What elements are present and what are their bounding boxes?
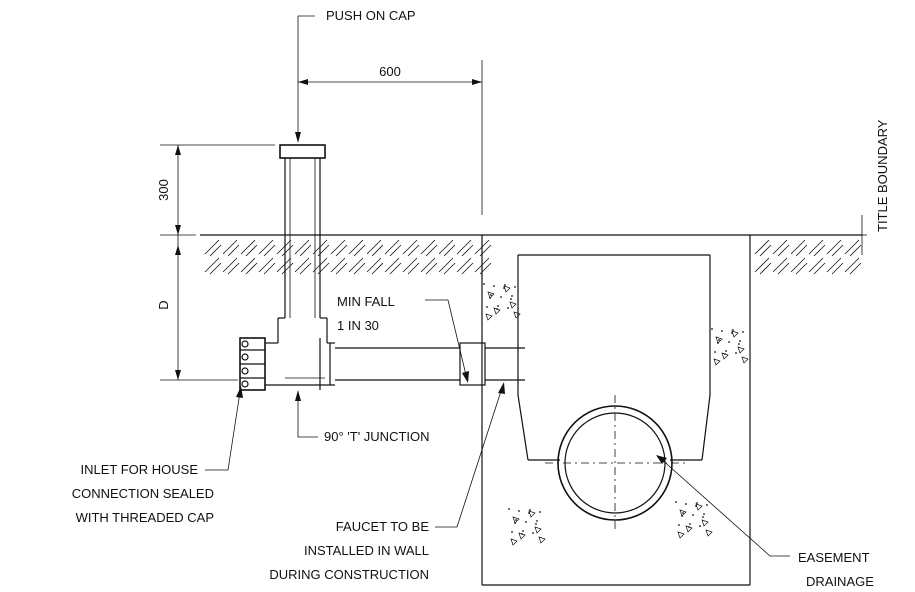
leader-push-on-cap [295, 15, 315, 143]
min-fall-label-1: MIN FALL [337, 294, 395, 309]
vertical-riser-pipe [279, 144, 326, 318]
dim-600-label: 600 [379, 64, 401, 79]
faucet-label-2: INSTALLED IN WALL [304, 543, 429, 558]
leader-faucet [435, 382, 505, 528]
t-junction-label: 90° 'T' JUNCTION [324, 429, 430, 444]
inlet-label-3: WITH THREADED CAP [76, 510, 214, 525]
push-on-cap-label: PUSH ON CAP [326, 8, 416, 23]
aggregate-cluster-1 [483, 283, 521, 321]
easement-drain-pipe [545, 395, 685, 530]
ground-left [200, 234, 492, 275]
leader-min-fall [425, 299, 469, 383]
horizontal-pipe [335, 342, 525, 386]
t-junction [265, 317, 335, 390]
faucet-label-1: FAUCET TO BE [336, 519, 430, 534]
faucet-label-3: DURING CONSTRUCTION [269, 567, 429, 582]
inlet-threaded-cap [239, 337, 266, 391]
aggregate-cluster-2 [711, 328, 749, 366]
aggregate-cluster-3 [508, 508, 546, 546]
min-fall-label-2: 1 IN 30 [337, 318, 379, 333]
dim-d-label: D [156, 300, 171, 309]
title-boundary-label: TITLE BOUNDARY [875, 119, 890, 232]
dimension-d: D [156, 235, 238, 381]
dim-300-label: 300 [156, 179, 171, 201]
leader-t-junction [295, 390, 318, 438]
dimension-300: 300 [156, 144, 275, 236]
inlet-label-1: INLET FOR HOUSE [80, 462, 198, 477]
dimension-600: 600 [298, 60, 483, 215]
ground-right [750, 234, 862, 275]
aggregate-cluster-4 [675, 501, 713, 539]
easement-label-1: EASEMENT [798, 550, 870, 565]
leader-inlet [205, 386, 243, 471]
inlet-label-2: CONNECTION SEALED [72, 486, 214, 501]
trench-surround [481, 235, 751, 586]
leader-easement [656, 455, 790, 557]
easement-label-2: DRAINAGE [806, 574, 874, 589]
title-boundary-marker [857, 215, 867, 255]
